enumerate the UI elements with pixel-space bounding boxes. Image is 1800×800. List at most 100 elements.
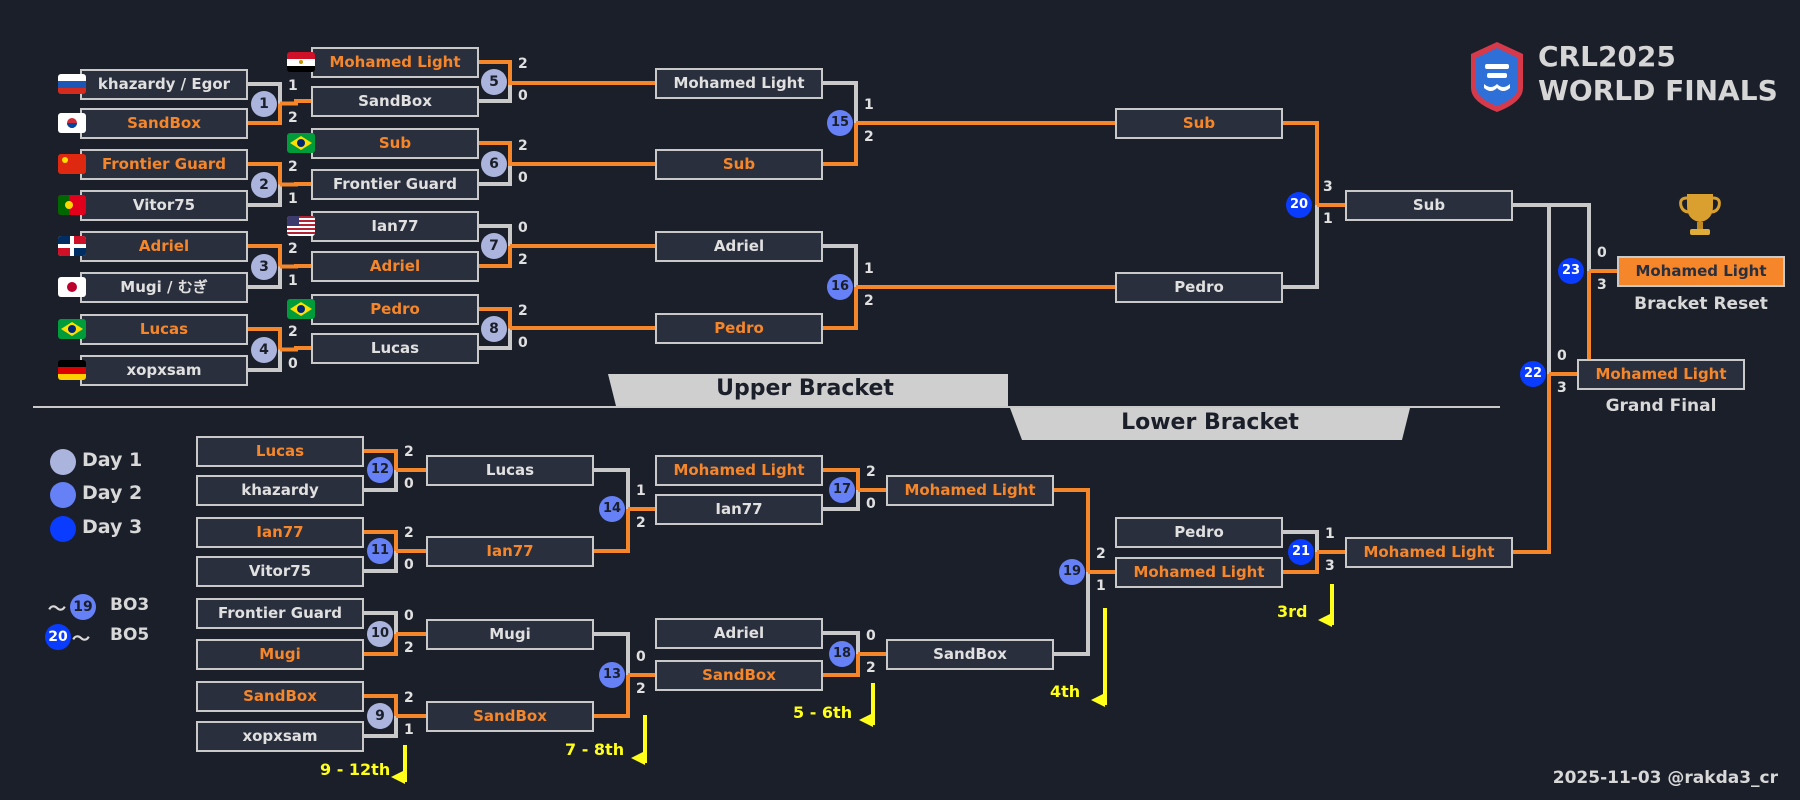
player-slot[interactable]: Mugi / むぎ	[80, 271, 248, 303]
grand-final-slot[interactable]: Mohamed Light	[1577, 358, 1745, 390]
match-number-badge: 21	[1288, 539, 1314, 565]
match-score: 1	[636, 483, 646, 499]
match-score: 1	[1323, 211, 1333, 227]
match-number-badge: 17	[829, 477, 855, 503]
match-score: 0	[518, 334, 528, 351]
player-slot[interactable]: Lucas	[426, 454, 594, 486]
player-slot[interactable]: Vitor75	[196, 555, 364, 587]
connector-line	[364, 611, 398, 634]
player-slot[interactable]: Pedro	[1115, 271, 1283, 303]
connector-line	[479, 307, 512, 329]
match-number-badge: 10	[367, 621, 393, 647]
player-slot[interactable]: Ian77	[196, 516, 364, 548]
player-slot[interactable]: xopxsam	[80, 354, 248, 386]
player-slot[interactable]: Frontier Guard	[311, 168, 479, 200]
player-slot[interactable]: Mohamed Light	[311, 46, 479, 78]
egypt-flag-icon	[287, 52, 315, 72]
match-score: 0	[404, 608, 414, 624]
match-score: 2	[288, 109, 298, 126]
player-slot[interactable]: Frontier Guard	[196, 597, 364, 629]
event-title: CRL2025 WORLD FINALS	[1538, 40, 1778, 108]
placement-label: 9 - 12th	[320, 760, 391, 779]
player-slot[interactable]: SandBox	[80, 107, 248, 139]
player-slot[interactable]: Sub	[1345, 189, 1513, 221]
player-slot[interactable]: Vitor75	[80, 189, 248, 221]
china-flag-icon	[58, 154, 86, 174]
player-slot[interactable]: Pedro	[1115, 516, 1283, 548]
connector-line	[280, 264, 311, 269]
connector-line	[248, 327, 282, 350]
match-number-badge: 7	[481, 233, 507, 259]
match-score: 1	[288, 77, 298, 94]
player-slot[interactable]: Adriel	[655, 617, 823, 649]
match-number-badge: 20	[1286, 192, 1312, 218]
match-score: 2	[864, 293, 874, 309]
portugal-flag-icon	[58, 195, 86, 215]
match-number-badge: 5	[481, 68, 507, 95]
connector-line	[280, 346, 311, 352]
connector-line	[364, 716, 398, 738]
player-slot[interactable]: Pedro	[655, 312, 823, 344]
upper-bracket-banner	[608, 374, 1008, 406]
placement-label: 3rd	[1277, 602, 1308, 621]
connector-line	[364, 530, 398, 551]
bracket-reset-slot[interactable]: Mohamed Light	[1617, 255, 1785, 287]
connector-line	[1054, 572, 1090, 656]
player-slot[interactable]: Sub	[655, 148, 823, 180]
match-score: 2	[518, 137, 528, 154]
player-slot[interactable]: Lucas	[80, 313, 248, 345]
player-slot[interactable]: Pedro	[311, 293, 479, 325]
player-slot[interactable]: Mohamed Light	[886, 474, 1054, 506]
match-score: 0	[288, 355, 298, 372]
placement-arrow-icon	[631, 751, 645, 765]
connector-line	[364, 449, 398, 470]
player-slot[interactable]: Mohamed Light	[1115, 556, 1283, 588]
player-slot[interactable]: Mohamed Light	[1345, 536, 1513, 568]
player-slot[interactable]: SandBox	[426, 700, 594, 732]
match-score: 0	[404, 476, 414, 492]
connector-line	[479, 60, 512, 82]
match-score: 2	[866, 660, 876, 676]
match-number-badge: 14	[599, 496, 625, 522]
match-score: 2	[404, 640, 414, 656]
connector-line	[823, 287, 858, 330]
player-slot[interactable]: Mohamed Light	[655, 454, 823, 486]
connector-line	[594, 632, 630, 675]
section-divider	[33, 406, 1500, 408]
player-slot[interactable]: Mugi	[196, 638, 364, 670]
player-slot[interactable]: Lucas	[196, 435, 364, 467]
player-slot[interactable]: SandBox	[311, 85, 479, 117]
player-slot[interactable]: Ian77	[426, 535, 594, 567]
upper-bracket-label: Upper Bracket	[716, 376, 894, 401]
player-slot[interactable]: Frontier Guard	[80, 148, 248, 180]
player-slot[interactable]: Sub	[311, 127, 479, 159]
player-slot[interactable]: Lucas	[311, 332, 479, 364]
player-slot[interactable]: Sub	[1115, 107, 1283, 139]
match-score: 3	[1325, 558, 1335, 574]
match-score: 2	[864, 129, 874, 145]
connector-line	[248, 162, 282, 185]
player-slot[interactable]: xopxsam	[196, 720, 364, 752]
connector-line	[479, 246, 512, 268]
match-score: 3	[1557, 380, 1567, 396]
match-score: 2	[404, 690, 414, 706]
player-slot[interactable]: Ian77	[655, 493, 823, 525]
connector-line	[248, 184, 282, 207]
player-slot[interactable]: Mohamed Light	[655, 67, 823, 99]
match-number-badge: 13	[599, 662, 625, 688]
player-slot[interactable]: Adriel	[655, 230, 823, 262]
connector-line	[1283, 552, 1319, 574]
match-score: 1	[1096, 578, 1106, 594]
match-number-badge: 4	[251, 336, 277, 363]
day2-legend-label: Day 2	[82, 482, 143, 504]
player-slot[interactable]: SandBox	[196, 680, 364, 712]
match-score: 2	[636, 681, 646, 697]
player-slot[interactable]: khazardy	[196, 474, 364, 506]
player-slot[interactable]: Ian77	[311, 210, 479, 242]
player-slot[interactable]: SandBox	[655, 659, 823, 691]
player-slot[interactable]: Mugi	[426, 618, 594, 650]
player-slot[interactable]: Adriel	[80, 230, 248, 262]
player-slot[interactable]: khazardy / Egor	[80, 68, 248, 100]
player-slot[interactable]: SandBox	[886, 638, 1054, 670]
player-slot[interactable]: Adriel	[311, 250, 479, 282]
